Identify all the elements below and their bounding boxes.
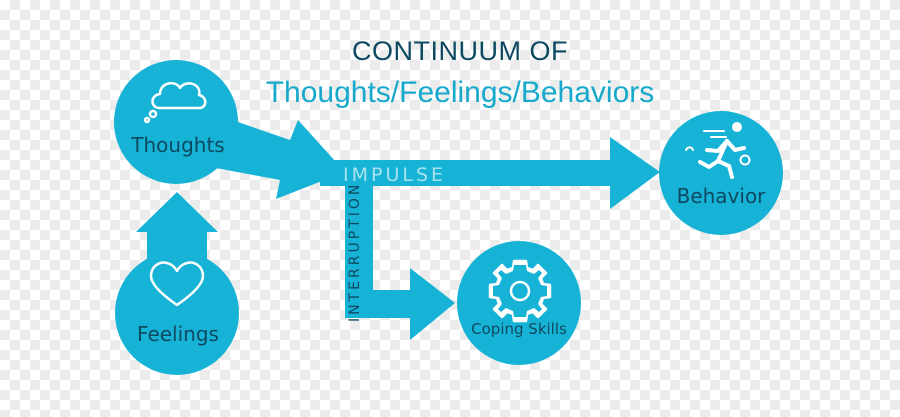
running-person-icon bbox=[685, 130, 746, 179]
interruption-label: INTERRUPTION bbox=[347, 182, 363, 322]
feelings-label: Feelings bbox=[137, 322, 219, 346]
thoughts-to-impulse-arrow bbox=[216, 120, 345, 199]
thoughts-node: Thoughts bbox=[114, 60, 238, 184]
title-line-2: Thoughts/Feelings/Behaviors bbox=[265, 76, 655, 109]
behavior-node: Behavior bbox=[659, 111, 783, 235]
thoughts-label: Thoughts bbox=[130, 133, 224, 157]
feelings-to-thoughts-arrow bbox=[136, 192, 218, 262]
title-line-1: CONTINUUM OF bbox=[352, 36, 568, 66]
gear-icon bbox=[488, 259, 552, 323]
thought-cloud-icon bbox=[143, 81, 207, 124]
coping-skills-node: Coping Skills bbox=[457, 241, 581, 365]
interruption-arrow bbox=[345, 186, 455, 340]
heart-icon bbox=[149, 261, 205, 307]
feelings-node: Feelings bbox=[115, 251, 239, 375]
behavior-label: Behavior bbox=[677, 184, 767, 208]
impulse-label: IMPULSE bbox=[343, 164, 446, 186]
impulse-arrow bbox=[320, 137, 660, 209]
coping-skills-label: Coping Skills bbox=[471, 320, 567, 338]
